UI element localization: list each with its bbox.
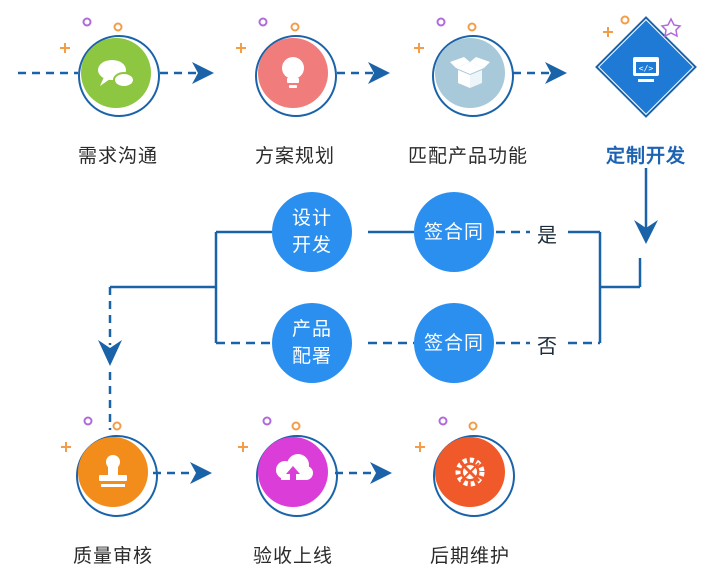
step-label-custom-dev: 定制开发 (605, 145, 686, 167)
decorative-sparkles-bottom (61, 416, 478, 452)
bubble-contract-yes: 签合同 (414, 192, 494, 272)
svg-text:</>: </> (639, 64, 654, 73)
step-label-acceptance-launch: 验收上线 (252, 545, 333, 567)
bubble-product-deploy: 产品 配署 (272, 303, 352, 383)
step-6-icon (256, 435, 338, 517)
step-label-requirement: 需求沟通 (77, 145, 158, 167)
cloud-upload-icon (276, 454, 313, 484)
bubble-contract-no: 签合同 (414, 303, 494, 383)
decorative-sparkles-top (60, 15, 682, 53)
step-label-quality-review: 质量审核 (72, 545, 153, 567)
bubble-design-develop: 设计 开发 (272, 192, 352, 272)
step-3-icon (432, 35, 514, 117)
down-arrow-left (98, 340, 122, 366)
bottom-flow-arrows (190, 462, 392, 484)
gear-tools-icon (455, 457, 485, 487)
step-label-match-features: 匹配产品功能 (407, 145, 528, 167)
step-5-icon (76, 435, 158, 517)
bubble-contract-no-label: 签合同 (423, 331, 484, 354)
decision-yes-label: 是 (533, 219, 561, 248)
bubble-product-deploy-line-2: 配署 (291, 345, 332, 367)
bubble-design-develop-line-1: 设计 (291, 207, 332, 229)
bubble-design-develop-line-2: 开发 (291, 234, 332, 256)
step-label-planning: 方案规划 (254, 145, 335, 167)
top-flow-arrows (192, 62, 567, 84)
box-icon (450, 57, 490, 88)
chat-bubbles-icon (98, 60, 135, 88)
branch-lines (108, 230, 642, 345)
step-label-maintenance: 后期维护 (429, 545, 510, 567)
bubble-product-deploy-line-1: 产品 (291, 318, 332, 340)
code-window-icon: </> (633, 57, 659, 82)
bubble-contract-yes-label: 签合同 (423, 220, 484, 243)
step-1-icon (78, 35, 160, 117)
descender-right (634, 168, 658, 244)
decision-no-label: 否 (533, 330, 561, 359)
step-7-icon (433, 435, 515, 517)
stamp-icon (99, 455, 127, 487)
lightbulb-icon (282, 57, 304, 88)
step-2-icon (255, 35, 337, 117)
